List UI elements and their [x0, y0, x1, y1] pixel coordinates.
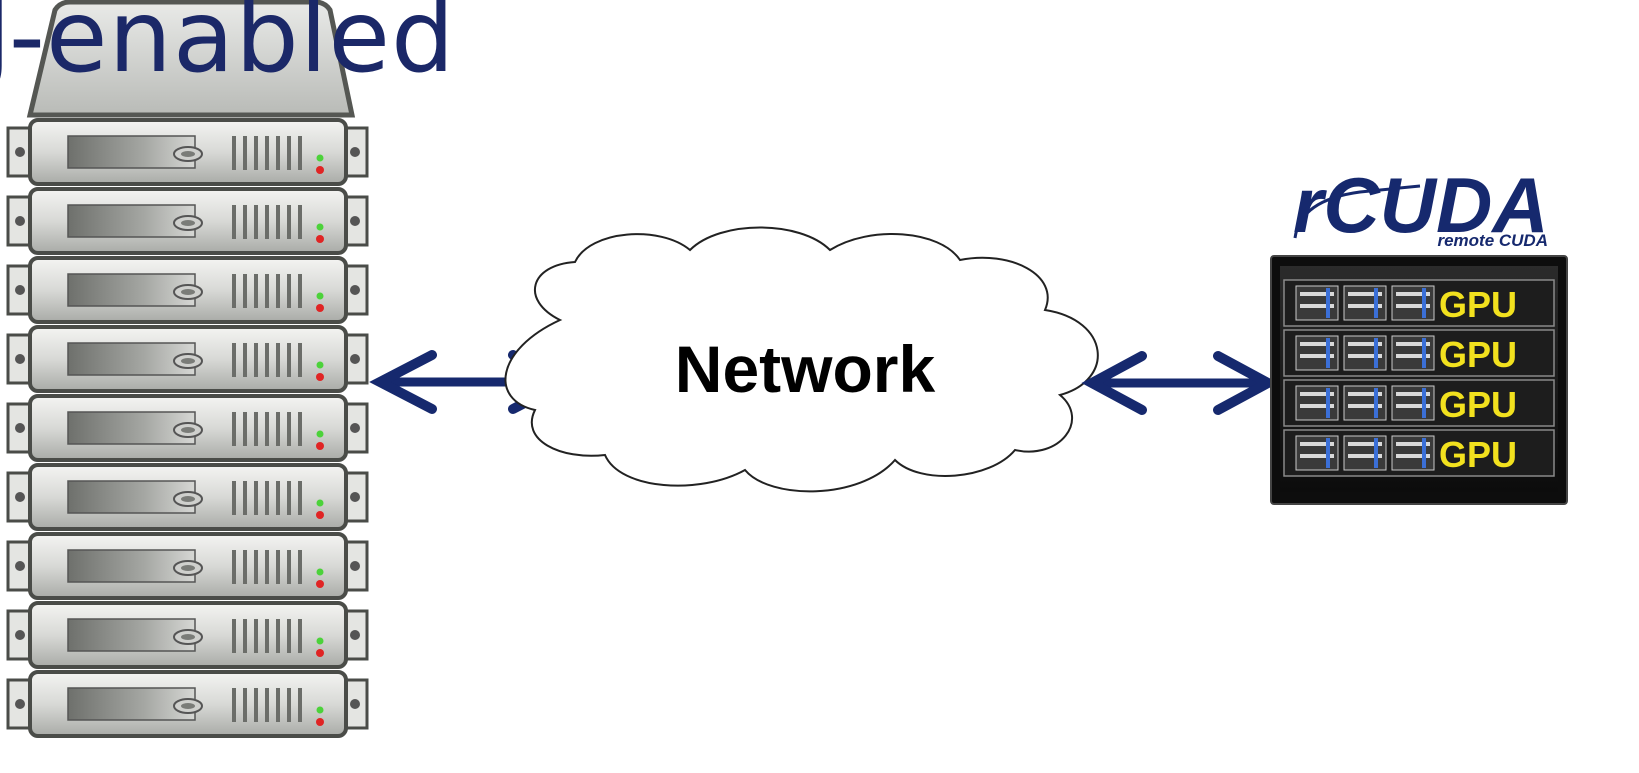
- gpu-unit: GPU: [1283, 429, 1555, 477]
- gpu-unit: GPU: [1283, 279, 1555, 327]
- server-unit: [6, 118, 369, 186]
- cloud-icon: Network: [504, 226, 1099, 493]
- server-unit: [6, 325, 369, 393]
- gpu-label: GPU: [1439, 434, 1517, 475]
- rcuda-logo-subtitle: remote CUDA: [1437, 231, 1548, 250]
- gpu-unit: GPU: [1283, 329, 1555, 377]
- server-unit: [6, 394, 369, 462]
- gpu-unit: GPU: [1283, 379, 1555, 427]
- network-label: Network: [675, 332, 936, 406]
- gpu-label: GPU: [1439, 334, 1517, 375]
- gpu-label: GPU: [1439, 284, 1517, 325]
- server-unit: [6, 463, 369, 531]
- server-unit: [6, 187, 369, 255]
- rcuda-logo-text: rCUDA: [1293, 161, 1549, 249]
- server-rack-icon: [6, 0, 369, 738]
- server-unit: [6, 601, 369, 669]
- rcuda-logo: rCUDA remote CUDA: [1293, 161, 1549, 250]
- right-double-arrow: [1081, 351, 1279, 415]
- server-unit: [6, 256, 369, 324]
- gpu-rack-icon: GPU GPU GPU GPU: [1270, 255, 1568, 505]
- slide-title-fragment: J-enabled: [0, 0, 456, 95]
- server-unit: [6, 670, 369, 738]
- server-unit: [6, 532, 369, 600]
- server-rack-top: [26, 0, 356, 118]
- gpu-label: GPU: [1439, 384, 1517, 425]
